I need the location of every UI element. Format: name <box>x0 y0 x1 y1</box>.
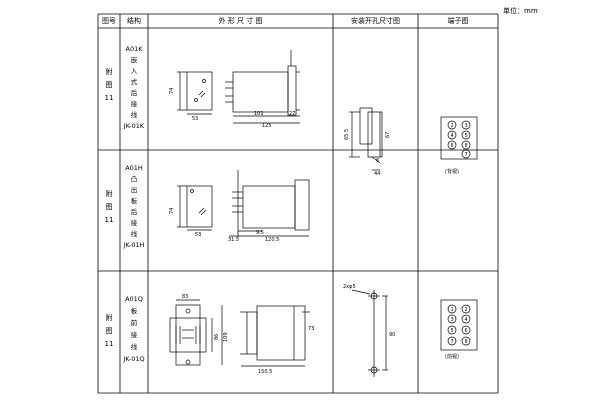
row3-dim-width: 83 <box>182 294 188 300</box>
row3-dim-h1: 86 <box>214 334 220 340</box>
svg-text:4: 4 <box>451 133 454 139</box>
row3-mount-hole: 2xφ5 <box>343 284 356 290</box>
row1-mount-d: 44 <box>374 171 380 177</box>
svg-text:3: 3 <box>465 123 468 129</box>
svg-text:7: 7 <box>451 339 454 345</box>
row1-mount-a: 65.5 <box>344 129 350 140</box>
row3-mount-height: 90 <box>389 332 395 338</box>
svg-text:5: 5 <box>451 328 454 334</box>
svg-text:3: 3 <box>451 317 454 323</box>
row3-terminals: 1 2 3 4 5 6 7 8 <box>447 304 471 346</box>
row3-front-view <box>169 299 223 366</box>
svg-text:4: 4 <box>465 317 468 323</box>
header-fig-no: 图号 <box>102 17 116 25</box>
row2-dim-d1: 31.5 <box>228 237 239 243</box>
row1-dim-d2: 27 <box>289 111 295 117</box>
svg-text:2: 2 <box>451 123 454 129</box>
row1-mount-c: 6 <box>376 158 379 164</box>
row2-dim-width: 53 <box>195 232 201 238</box>
row1-mount-b: 67 <box>385 132 391 138</box>
unit-label: 单位：mm <box>503 7 538 15</box>
row1-terminal-frame <box>440 116 478 160</box>
row1-terminal-note: (背视) <box>445 168 459 175</box>
row3-mount-view <box>351 289 388 377</box>
svg-text:6: 6 <box>451 143 454 149</box>
svg-text:8: 8 <box>465 339 468 345</box>
row1-dim-height: 74 <box>169 88 175 94</box>
row3-terminal-note: (前视) <box>445 353 459 360</box>
row1-terminals: 2 3 4 5 6 8 7 <box>447 120 471 159</box>
row2-dim-d3: 120.5 <box>265 237 279 243</box>
svg-text:2: 2 <box>465 307 468 313</box>
row3-side-view <box>240 305 310 367</box>
row1-mount-view <box>349 107 383 171</box>
row1-dim-width: 53 <box>192 116 198 122</box>
header-structure: 结构 <box>127 17 141 25</box>
row3-dim-h3: 73 <box>308 326 314 332</box>
row2-dim-d2: 9.5 <box>256 230 264 236</box>
header-outline: 外 形 尺 寸 图 <box>218 17 263 25</box>
row3-dim-depth: 150.5 <box>258 369 272 375</box>
row3-dim-h2: 109 <box>223 332 229 342</box>
row1-dim-d3: 125 <box>262 123 272 129</box>
svg-text:7: 7 <box>465 152 468 158</box>
header-terminal: 端子图 <box>447 17 469 25</box>
svg-text:8: 8 <box>465 143 468 149</box>
svg-text:5: 5 <box>465 133 468 139</box>
row3-terminal-frame <box>440 299 478 351</box>
row1-front-view <box>177 71 213 115</box>
row2-side-view <box>229 170 310 237</box>
svg-text:1: 1 <box>451 307 454 313</box>
row2-dim-height: 74 <box>169 208 175 214</box>
header-mount: 安装开孔尺寸图 <box>351 17 400 25</box>
row1-dim-d1: 101 <box>254 111 264 117</box>
svg-text:6: 6 <box>465 328 468 334</box>
row1-side-view <box>225 50 300 124</box>
row2-front-view <box>177 185 213 231</box>
